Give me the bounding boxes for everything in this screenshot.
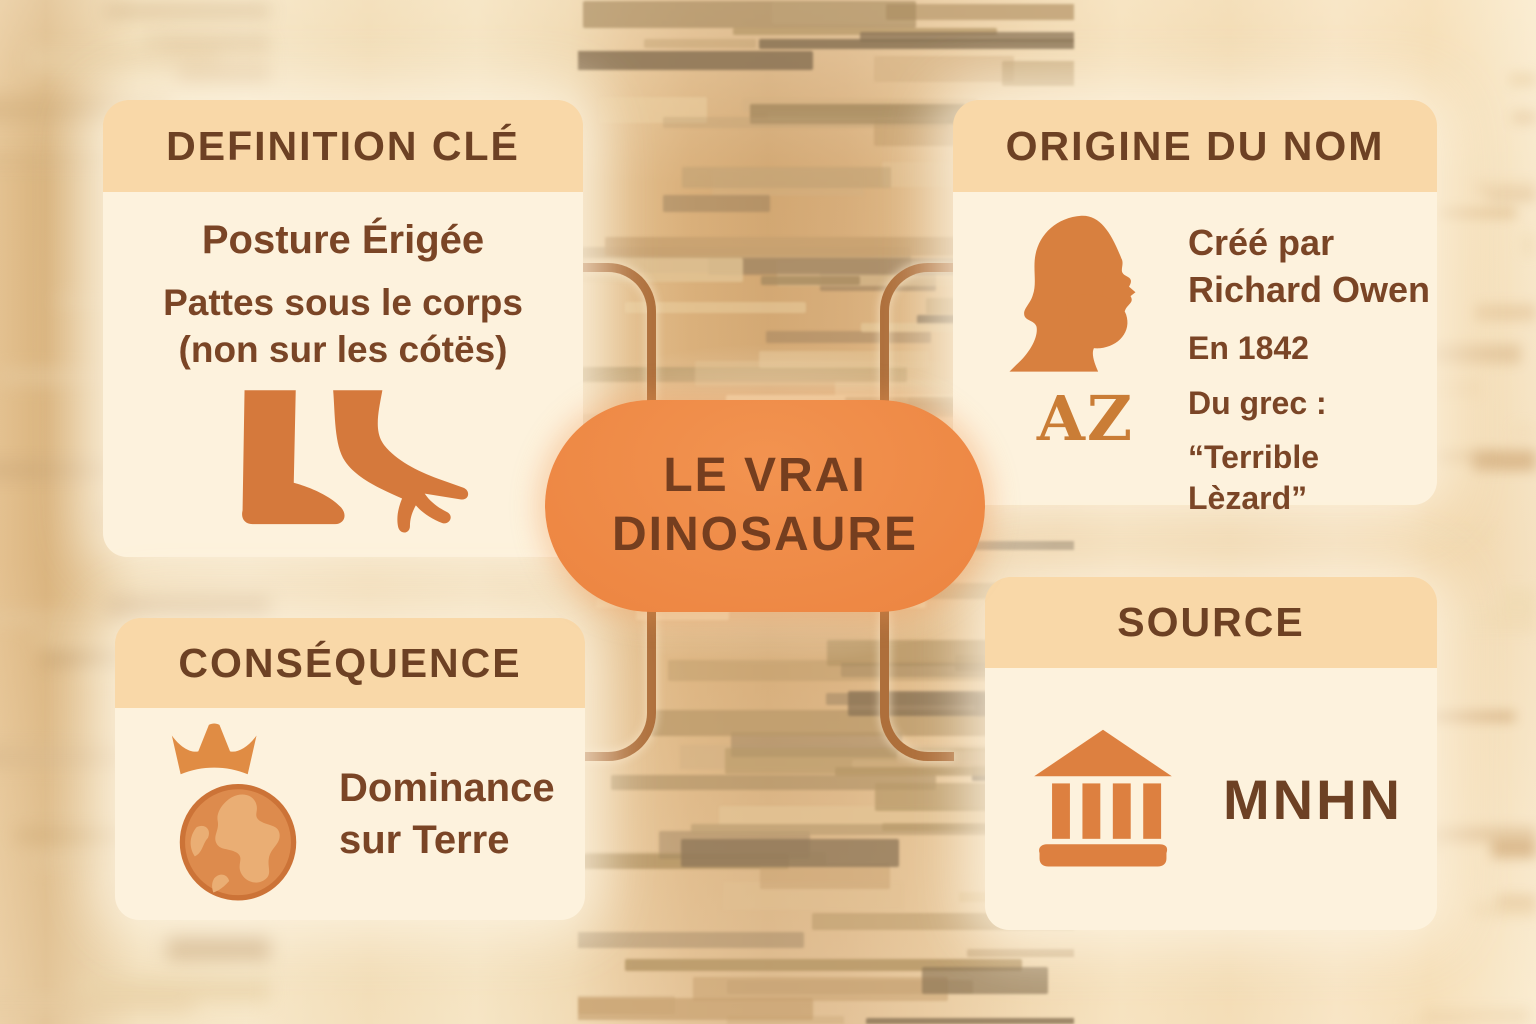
consequence-line-2: sur Terre [339, 818, 510, 862]
definition-card-header: DEFINITION CLÉ [103, 100, 583, 192]
profile-head-icon [1006, 212, 1166, 380]
origin-line-4: Du grec : [1188, 385, 1327, 422]
definition-line-2: Pattes sous le corps [163, 282, 523, 323]
origin-line-3: En 1842 [1188, 329, 1309, 366]
crowned-globe-icon [163, 721, 313, 907]
origin-line-5: “Terrible Lèzard” [1188, 438, 1319, 517]
consequence-card-header: CONSÉQUENCE [115, 618, 585, 708]
definition-title: DEFINITION CLÉ [166, 122, 520, 169]
consequence-title: CONSÉQUENCE [178, 639, 522, 686]
origin-card-body: AZ Créé par Richard Owen En 1842 Du grec… [953, 192, 1437, 516]
origin-card-header: ORIGINE DU NOM [953, 100, 1437, 192]
origin-line-1: Créé par [1188, 222, 1335, 263]
origin-line-2: Richard Owen [1188, 268, 1431, 310]
source-card-body: MNHN [985, 668, 1437, 930]
az-letters: AZ [1036, 382, 1135, 455]
definition-line-1: Posture Érigée [201, 218, 485, 262]
pill-title-line-2: DINOSAURE [611, 508, 919, 561]
source-card: SOURCE MNHN [985, 577, 1437, 930]
definition-card-body: Posture Érigée Pattes sous le corps (non… [103, 192, 583, 557]
central-topic-pill: LE VRAI DINOSAURE [545, 400, 985, 612]
source-value: MNHN [1223, 767, 1403, 831]
origin-title: ORIGINE DU NOM [1005, 122, 1385, 169]
pill-title-line-1: LE VRAI [663, 449, 867, 503]
definition-line-3: (non sur les cótës) [178, 329, 508, 371]
definition-card: DEFINITION CLÉ Posture Érigée Pattes sou… [103, 100, 583, 557]
consequence-text: Dominance sur Terre [339, 762, 555, 866]
erect-legs-icon [103, 388, 583, 546]
source-title: SOURCE [1117, 599, 1305, 645]
museum-icon [1027, 728, 1179, 871]
consequence-card: CONSÉQUENCE Dominance sur Terre [115, 618, 585, 920]
source-card-header: SOURCE [985, 577, 1437, 668]
consequence-card-body: Dominance sur Terre [115, 708, 585, 920]
consequence-line-1: Dominance [339, 766, 555, 810]
origin-card: ORIGINE DU NOM AZ Créé par Richard Owen … [953, 100, 1437, 516]
